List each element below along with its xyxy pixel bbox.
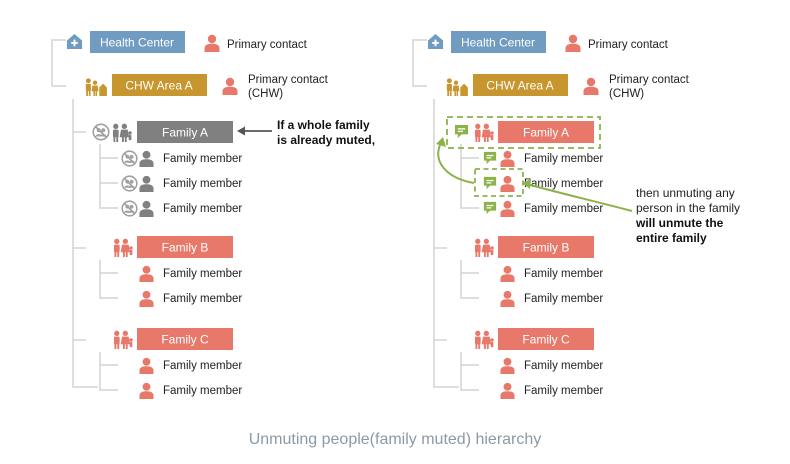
chw-area-box[interactable] <box>473 74 568 96</box>
family-a-label: Family A <box>162 126 208 140</box>
family-member-label: Family member <box>524 178 603 190</box>
health-center-label: Health Center <box>461 36 535 50</box>
person-icon <box>500 290 515 307</box>
family-icon <box>112 123 132 142</box>
family-house-icon <box>85 78 107 96</box>
green-arrowhead <box>436 137 446 147</box>
family-a-box[interactable] <box>137 121 233 143</box>
person-icon <box>139 265 154 282</box>
family-icon <box>113 330 133 349</box>
diagram-caption: Unmuting people(family muted) hierarchy <box>249 431 542 448</box>
green-arrowhead <box>522 179 531 189</box>
chat-bubble-icon <box>483 176 497 190</box>
family-a-highlight <box>446 116 601 149</box>
person-icon <box>500 382 515 399</box>
muted-icon <box>121 175 138 192</box>
family-b-box[interactable] <box>498 236 594 258</box>
family-b-label: Family B <box>523 241 570 255</box>
primary-contact-chw-sublabel: (CHW) <box>609 88 644 100</box>
person-icon <box>139 200 154 217</box>
person-icon <box>139 382 154 399</box>
person-icon <box>500 265 515 282</box>
right-note-line4: entire family <box>636 231 707 245</box>
right-diagram: Health Center Primary contact CHW Area A… <box>412 31 740 399</box>
green-arrow <box>437 142 475 184</box>
family-member-label: Family member <box>163 203 242 215</box>
family-b-label: Family B <box>162 241 209 255</box>
family-a-box[interactable] <box>498 121 594 143</box>
chw-area-box[interactable] <box>112 74 207 96</box>
family-c-label: Family C <box>522 333 570 347</box>
person-icon <box>565 34 581 52</box>
family-member-label: Family member <box>524 268 603 280</box>
muted-icon <box>121 200 138 217</box>
family-member-label: Family member <box>163 293 242 305</box>
family-member-label: Family member <box>163 153 242 165</box>
health-center-label: Health Center <box>100 36 174 50</box>
primary-contact-label: Primary contact <box>227 39 308 51</box>
left-note-line2: is already muted, <box>277 133 375 147</box>
family-icon <box>113 238 133 257</box>
family-member-label: Family member <box>163 178 242 190</box>
person-icon <box>204 34 220 52</box>
family-member-label: Family member <box>163 385 242 397</box>
primary-contact-chw-sublabel: (CHW) <box>248 88 283 100</box>
person-icon <box>583 77 599 95</box>
primary-contact-chw-label: Primary contact <box>248 74 329 86</box>
note-arrowhead <box>237 126 245 136</box>
primary-contact-chw-label: Primary contact <box>609 74 690 86</box>
green-arrow <box>526 183 633 212</box>
person-icon <box>139 357 154 374</box>
family-member-label: Family member <box>524 385 603 397</box>
family-c-label: Family C <box>161 333 209 347</box>
family-icon <box>474 330 494 349</box>
left-diagram: Health Center Primary contact CHW Area A… <box>51 31 375 399</box>
person-icon <box>139 150 154 167</box>
muted-icon <box>92 123 110 141</box>
family-member-label: Family member <box>524 153 603 165</box>
family-icon <box>474 238 494 257</box>
person-icon <box>500 200 515 217</box>
member-highlight <box>474 168 524 197</box>
chw-area-label: CHW Area A <box>486 79 553 93</box>
person-icon <box>139 175 154 192</box>
person-icon <box>500 357 515 374</box>
right-note-line2: person in the family <box>636 201 740 215</box>
family-c-box[interactable] <box>137 328 233 350</box>
health-center-box[interactable] <box>90 31 185 53</box>
family-member-label: Family member <box>524 293 603 305</box>
house-plus-icon <box>427 33 444 50</box>
chat-bubble-icon <box>483 201 497 215</box>
chat-bubble-icon <box>483 151 497 165</box>
family-c-box[interactable] <box>498 328 594 350</box>
person-icon <box>500 175 515 192</box>
person-icon <box>222 77 238 95</box>
family-member-label: Family member <box>163 268 242 280</box>
family-member-label: Family member <box>163 360 242 372</box>
family-b-box[interactable] <box>137 236 233 258</box>
person-icon <box>500 150 515 167</box>
muted-icon <box>121 150 138 167</box>
family-member-label: Family member <box>524 360 603 372</box>
person-icon <box>139 290 154 307</box>
health-center-box[interactable] <box>451 31 546 53</box>
family-house-icon <box>446 78 468 96</box>
chw-area-label: CHW Area A <box>125 79 192 93</box>
house-plus-icon <box>66 33 83 50</box>
primary-contact-label: Primary contact <box>588 39 669 51</box>
right-note-line1: then unmuting any <box>636 186 735 200</box>
family-member-label: Family member <box>524 203 603 215</box>
right-note-line3: will unmute the <box>635 216 724 230</box>
chat-bubble-icon <box>454 124 469 139</box>
left-note-line1: If a whole family <box>277 118 370 132</box>
family-icon <box>474 123 494 142</box>
family-a-label: Family A <box>523 126 569 140</box>
